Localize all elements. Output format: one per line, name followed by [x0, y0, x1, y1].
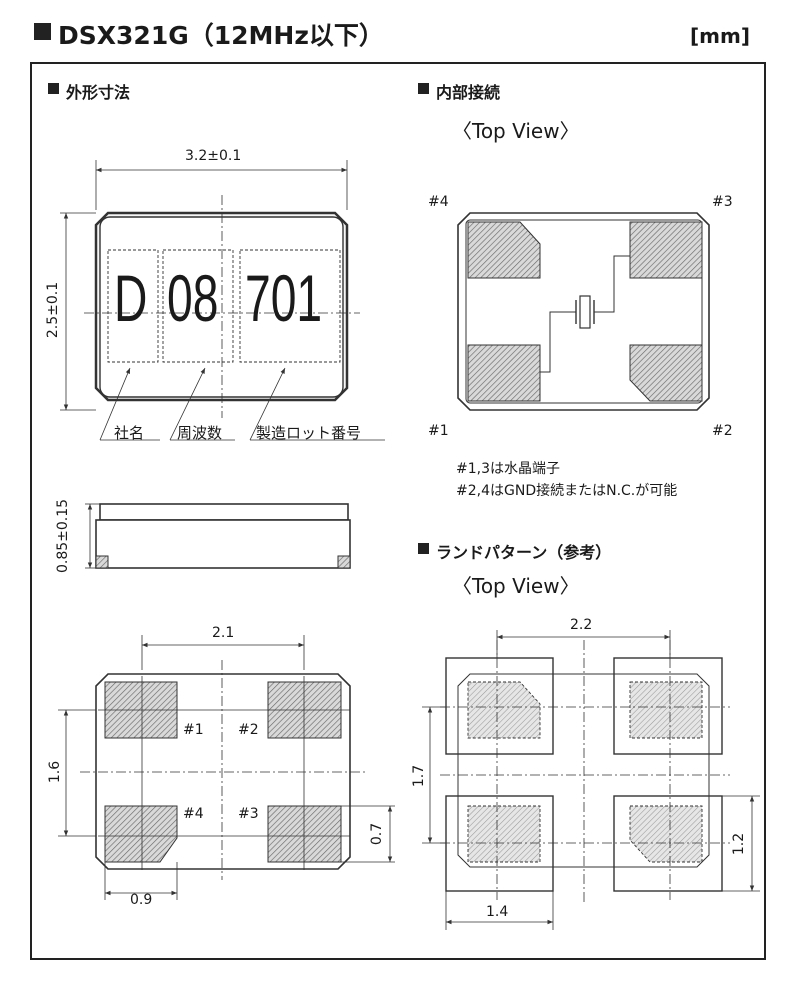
pad-width-dimension: 0.9	[130, 892, 153, 908]
pad-height-dimension: 0.7	[369, 822, 386, 846]
bullet-square-icon	[418, 83, 429, 94]
side-view	[85, 503, 351, 569]
unit-label: [mm]	[690, 24, 750, 48]
drawing-frame	[30, 62, 766, 960]
land-height-dimension: 1.2	[731, 832, 748, 856]
title-square-icon	[34, 23, 51, 40]
section-connection: 内部接続	[436, 83, 501, 102]
conn-pin-3: #3	[712, 194, 733, 210]
marking-frequency: 08	[167, 261, 219, 335]
connection-note-2: #2,4はGND接続またはN.C.が可能	[456, 483, 678, 499]
page-title: DSX321G（12MHz以下）	[58, 21, 384, 50]
bottom-view	[58, 635, 395, 900]
bullet-square-icon	[418, 543, 429, 554]
land-pitch-x-dimension: 2.2	[570, 617, 593, 633]
bottom-pin-3: #3	[238, 806, 259, 822]
section-land-pattern: ランドパターン（参考）	[436, 543, 612, 562]
height-dimension: 2.5±0.1	[45, 281, 62, 339]
section-dimensions: 外形寸法	[66, 83, 131, 102]
thickness-dimension: 0.85±0.15	[55, 498, 72, 574]
conn-pin-2: #2	[712, 423, 733, 439]
connection-view	[457, 212, 710, 411]
label-lot-number: 製造ロット番号	[256, 424, 362, 442]
label-frequency: 周波数	[177, 424, 223, 442]
label-maker: 社名	[114, 424, 145, 442]
top-view-label: 〈Top View〉	[452, 574, 580, 598]
bullet-square-icon	[48, 83, 59, 94]
connection-note-1: #1,3は水晶端子	[456, 461, 560, 477]
land-pitch-y-dimension: 1.7	[411, 764, 428, 788]
bottom-pin-1: #1	[183, 722, 204, 738]
marking-maker: D	[114, 261, 148, 335]
land-pattern-view	[422, 630, 760, 930]
pitch-y-dimension: 1.6	[47, 760, 64, 784]
dimension-top-view	[60, 160, 385, 441]
marking-lot: 701	[245, 261, 323, 335]
pitch-x-dimension: 2.1	[212, 625, 235, 641]
top-view-label: 〈Top View〉	[452, 119, 580, 143]
conn-pin-4: #4	[428, 194, 449, 210]
bottom-pin-4: #4	[183, 806, 204, 822]
bottom-pin-2: #2	[238, 722, 259, 738]
width-dimension: 3.2±0.1	[185, 148, 242, 164]
land-width-dimension: 1.4	[486, 904, 509, 920]
conn-pin-1: #1	[428, 423, 449, 439]
